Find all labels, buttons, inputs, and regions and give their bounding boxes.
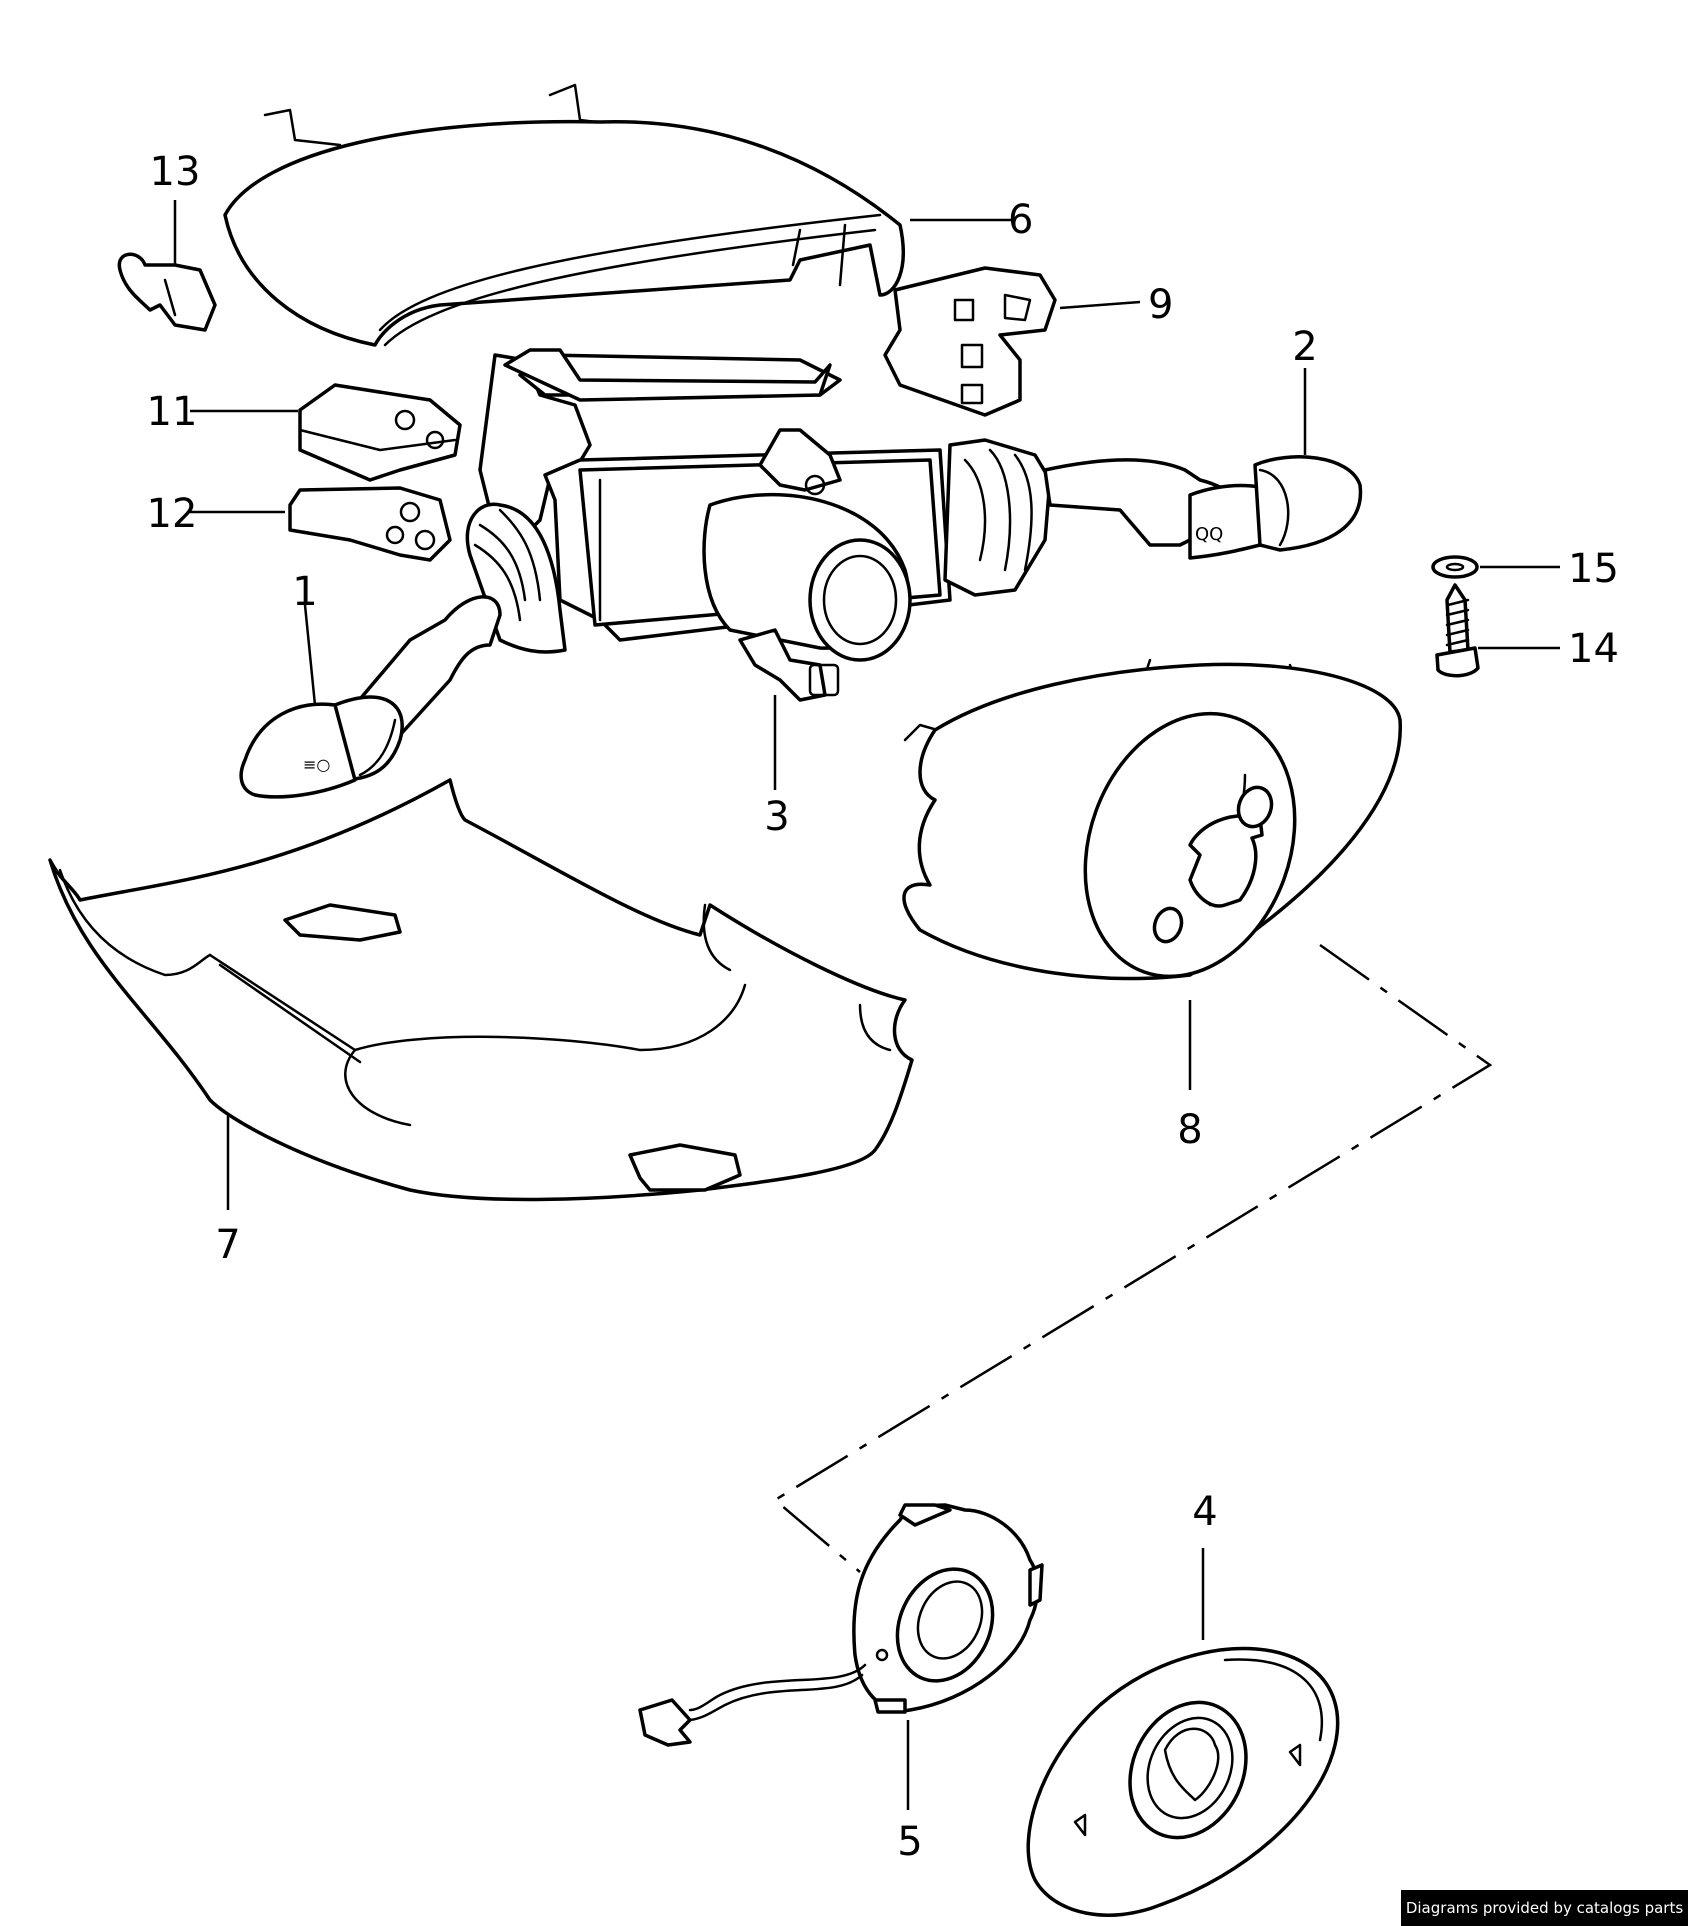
callout-13: 13	[150, 149, 201, 195]
part-6-upper-trim	[223, 83, 905, 347]
callout-3: 3	[764, 794, 789, 840]
callout-14: 14	[1568, 626, 1619, 672]
part-8-trim-ring	[902, 658, 1402, 981]
assembly-centerline	[772, 943, 1493, 1573]
part-14-screw	[1435, 583, 1480, 678]
part-11-switch-module	[298, 383, 462, 482]
part-7-lower-trim	[48, 778, 914, 1202]
callout-11: 11	[147, 389, 198, 435]
callout-labels: 1 2 3 4 5 6 7 8 9 11 12 13 14 15	[147, 149, 1619, 1865]
part-15-washer	[1431, 555, 1479, 579]
svg-text:QQ: QQ	[1195, 524, 1223, 545]
callout-2: 2	[1292, 324, 1317, 370]
callout-15: 15	[1568, 546, 1619, 592]
callout-12: 12	[147, 491, 198, 537]
part-4-horn-pad	[1026, 1646, 1340, 1917]
callout-4: 4	[1192, 1489, 1217, 1535]
central-switch-assembly	[478, 348, 952, 702]
callout-6: 6	[1008, 197, 1033, 243]
callout-5: 5	[897, 1819, 922, 1865]
part-1-left-stalk: ≡○	[239, 502, 567, 799]
part-13-clip	[117, 252, 217, 332]
callout-7: 7	[215, 1222, 240, 1268]
svg-text:≡○: ≡○	[303, 755, 330, 774]
part-2-right-stalk: QQ	[943, 438, 1363, 597]
leader-lines	[173, 200, 1560, 1810]
callout-8: 8	[1177, 1107, 1202, 1153]
part-5-clock-spring	[638, 1503, 1044, 1747]
part-12-switch-module	[288, 486, 452, 562]
credit-badge: Diagrams provided by catalogs parts	[1401, 1890, 1688, 1926]
part-9-switch-housing	[883, 266, 1057, 417]
callout-9: 9	[1148, 282, 1173, 328]
callout-1: 1	[292, 569, 317, 615]
